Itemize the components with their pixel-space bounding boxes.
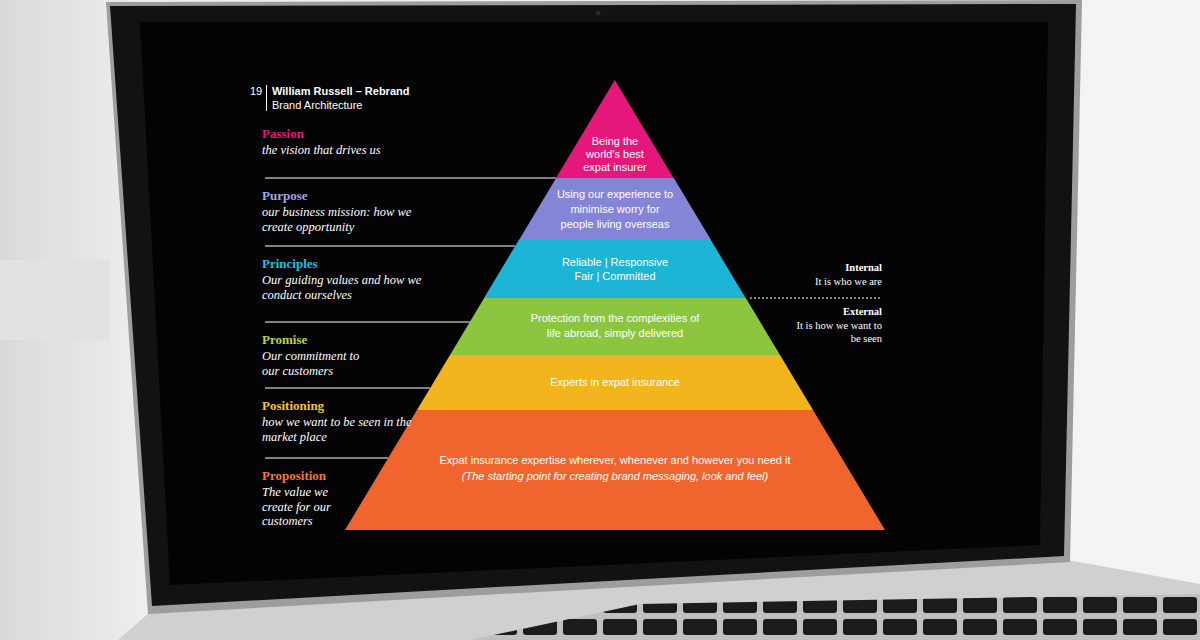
separator-line [265, 458, 388, 459]
separator-line [265, 388, 430, 389]
band-fill [484, 240, 746, 298]
pyramid-band: Reliable | Responsive Fair | Committed [484, 240, 746, 298]
band-text-block: Using our experience to minimise worry f… [553, 187, 677, 232]
keyboard [470, 594, 1200, 640]
level-description: the vision that drives us [262, 143, 462, 158]
side-note: It is how we want to be seen [792, 320, 882, 345]
slide-subtitle: Brand Architecture [272, 99, 472, 112]
level-description: The value we create for our customers [262, 485, 354, 529]
band-note: (The starting point for creating brand m… [405, 468, 825, 484]
pyramid-band: Protection from the complexities of life… [450, 298, 780, 355]
level-description: how we want to be seen in the market pla… [262, 415, 412, 444]
pyramid-band: Expat insurance expertise wherever, when… [345, 410, 885, 530]
separator-line [265, 322, 470, 323]
band-shape [450, 298, 780, 355]
band-fill [519, 178, 711, 240]
band-text: Experts in expat insurance [505, 375, 725, 389]
level-description: Our guiding values and how we conduct ou… [262, 273, 427, 302]
level-heading: Passion [262, 126, 462, 141]
level-heading: Promise [262, 332, 462, 347]
level-heading: Principles [262, 256, 462, 271]
band-text: Using our experience to minimise worry f… [553, 187, 677, 232]
band-text: Protection from the complexities of life… [523, 311, 708, 341]
slide-title: William Russell – Rebrand [272, 85, 409, 97]
screen-display [140, 22, 1048, 585]
level-heading: Proposition [262, 468, 462, 483]
band-shape [484, 240, 746, 298]
header-divider [266, 85, 267, 111]
band-text-block: Expat insurance expertise wherever, when… [405, 452, 825, 484]
band-text-block: Being the world's best expat insurer [579, 135, 651, 174]
band-text: Reliable | Responsive Fair | Committed [555, 255, 675, 283]
band-text: Expat insurance expertise wherever, when… [405, 452, 825, 468]
level-heading: Positioning [262, 398, 462, 413]
screen-bezel [110, 4, 1076, 606]
page-number: 19 [250, 85, 266, 98]
wall-block [0, 260, 110, 340]
separator-line [265, 178, 556, 179]
lid-edge [106, 0, 1082, 614]
pyramid-band: Using our experience to minimise worry f… [519, 178, 711, 240]
band-text-block: Experts in expat insurance [505, 375, 725, 389]
pyramid-band: Experts in expat insurance [417, 355, 813, 410]
separator-line [265, 246, 515, 247]
level-description: Our commitment to our customers [262, 349, 372, 378]
side-heading: Internal [770, 262, 882, 275]
band-text-block: Protection from the complexities of life… [523, 311, 708, 341]
band-text: Being the world's best expat insurer [579, 135, 651, 174]
band-text-block: Reliable | Responsive Fair | Committed [555, 255, 675, 283]
side-note: It is who we are [770, 276, 882, 289]
band-fill [450, 298, 780, 355]
band-fill [345, 410, 885, 530]
dotted-divider [750, 298, 882, 299]
pyramid-band: Being the world's best expat insurer [556, 80, 674, 178]
band-fill [556, 80, 674, 178]
level-description: our business mission: how we create oppo… [262, 205, 412, 234]
side-heading: External [770, 306, 882, 319]
level-heading: Purpose [262, 188, 462, 203]
camera-dot [596, 11, 601, 16]
band-fill [417, 355, 813, 410]
